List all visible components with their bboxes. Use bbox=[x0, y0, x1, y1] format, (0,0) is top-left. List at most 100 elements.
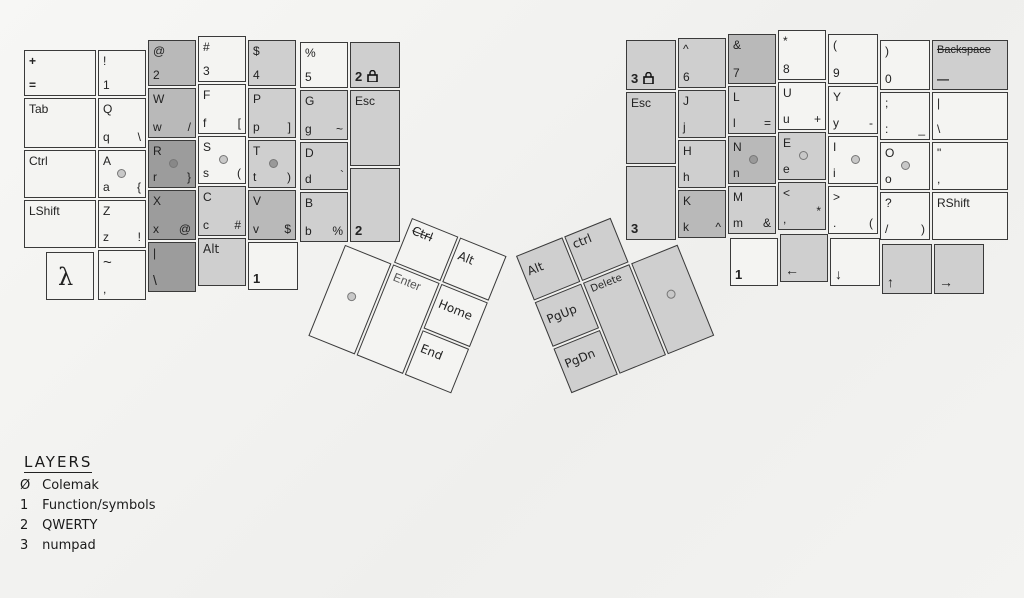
left-arrow-icon: ← bbox=[785, 262, 799, 278]
key-legend: [ bbox=[237, 116, 241, 130]
key-left-plus: + = bbox=[24, 50, 96, 96]
key-left-f: F f [ bbox=[198, 84, 246, 134]
key-legend: J bbox=[683, 94, 689, 108]
key-legend: ` bbox=[340, 168, 344, 182]
key-left-lambda: λ bbox=[46, 252, 94, 300]
key-legend: 7 bbox=[733, 66, 740, 80]
key-legend: s bbox=[203, 166, 209, 180]
key-legend: λ bbox=[58, 263, 74, 291]
key-legend: | bbox=[153, 246, 157, 260]
key-right-rshift: RShift bbox=[932, 192, 1008, 240]
key-legend: \ bbox=[137, 130, 141, 144]
key-legend: : bbox=[885, 122, 889, 136]
key-legend: j bbox=[683, 120, 686, 134]
key-legend: E bbox=[783, 136, 792, 150]
key-legend: Home bbox=[436, 296, 475, 324]
key-legend: x bbox=[153, 222, 159, 236]
key-left-s: S s ( bbox=[198, 136, 246, 184]
key-left-2: @ 2 bbox=[148, 40, 196, 86]
key-legend: O bbox=[885, 146, 895, 160]
legend-item: 3 numpad bbox=[20, 538, 156, 553]
key-legend: o bbox=[885, 172, 892, 186]
key-legend: $ bbox=[253, 44, 260, 58]
key-legend: # bbox=[234, 218, 241, 232]
key-legend: M bbox=[733, 190, 743, 204]
key-legend: Tab bbox=[29, 102, 49, 116]
lock-icon bbox=[367, 69, 378, 84]
key-left-z: Z z ! bbox=[98, 200, 146, 248]
key-legend: + bbox=[813, 112, 821, 126]
key-legend: k bbox=[683, 220, 689, 234]
key-right-8: * 8 bbox=[778, 30, 826, 80]
legend-layer-number: Ø bbox=[20, 478, 31, 493]
key-legend: R bbox=[153, 144, 162, 158]
key-legend: LShift bbox=[29, 204, 60, 218]
key-left-4: $ 4 bbox=[248, 40, 296, 86]
key-legend: Delete bbox=[589, 272, 624, 295]
key-legend: < bbox=[783, 186, 791, 200]
key-right-layer3: 3 bbox=[626, 166, 676, 240]
key-legend: " bbox=[937, 146, 942, 160]
key-legend: = bbox=[763, 116, 771, 130]
key-legend: ) bbox=[885, 44, 889, 58]
key-legend: $ bbox=[284, 222, 291, 236]
key-right-layer1: 1 bbox=[730, 238, 778, 286]
key-left-p: P p ] bbox=[248, 88, 296, 138]
key-left-lshift: LShift bbox=[24, 200, 96, 248]
key-right-u: U u + bbox=[778, 82, 826, 130]
key-left-g: G g ~ bbox=[300, 90, 348, 140]
key-legend: 9 bbox=[833, 66, 840, 80]
key-left-w: W w / bbox=[148, 88, 196, 138]
key-legend: p bbox=[253, 120, 260, 134]
key-legend: z bbox=[103, 230, 109, 244]
thumb-dot bbox=[345, 290, 358, 303]
key-right-i: I i bbox=[828, 136, 878, 184]
key-right-down-arrow: ↓ bbox=[830, 238, 880, 286]
key-legend: , bbox=[937, 172, 941, 186]
key-left-c: C c # bbox=[198, 186, 246, 236]
key-legend: ~ bbox=[335, 122, 343, 136]
home-row-dot bbox=[219, 155, 228, 164]
key-legend: Esc bbox=[355, 94, 376, 108]
key-right-period: > . ( bbox=[828, 186, 878, 234]
key-legend: , bbox=[783, 212, 787, 226]
key-legend: Alt bbox=[455, 248, 477, 268]
key-left-x: X x @ bbox=[148, 190, 196, 240]
lock-icon bbox=[643, 71, 654, 86]
key-legend: , bbox=[103, 282, 107, 296]
key-legend: v bbox=[253, 222, 259, 236]
key-right-esc: Esc bbox=[626, 92, 676, 164]
key-legend: 5 bbox=[305, 70, 312, 84]
key-legend: V bbox=[253, 194, 262, 208]
key-left-layer1: 1 bbox=[248, 242, 298, 290]
key-legend: e bbox=[783, 162, 790, 176]
legend-layer-number: 1 bbox=[20, 498, 29, 513]
key-left-t: T t ) bbox=[248, 140, 296, 188]
key-left-pipe: | \ bbox=[148, 242, 196, 292]
key-legend: @ bbox=[153, 44, 166, 58]
key-legend: 2 bbox=[355, 223, 363, 238]
key-left-layer2-lock: 2 bbox=[350, 42, 400, 88]
key-right-k: K k ^ bbox=[678, 190, 726, 238]
key-legend: Alt bbox=[203, 242, 220, 256]
key-legend: Z bbox=[103, 204, 111, 218]
key-left-b: B b % bbox=[300, 192, 348, 242]
key-legend: g bbox=[305, 122, 312, 136]
key-legend: } bbox=[186, 170, 191, 184]
key-legend: K bbox=[683, 194, 692, 208]
layers-legend: LAYERS Ø Colemak 1 Function/symbols 2 QW… bbox=[20, 452, 156, 553]
key-legend: % bbox=[332, 224, 343, 238]
key-legend: = bbox=[29, 78, 37, 92]
key-legend: PgDn bbox=[562, 346, 598, 371]
key-legend: Alt bbox=[525, 259, 546, 279]
key-legend: # bbox=[203, 40, 210, 54]
key-legend: ~ bbox=[103, 254, 112, 271]
key-legend: & bbox=[733, 38, 742, 52]
key-legend: 3 bbox=[203, 64, 210, 78]
key-legend: Backspace bbox=[937, 44, 991, 56]
key-legend: B bbox=[305, 196, 314, 210]
key-legend: ; bbox=[885, 96, 889, 110]
key-legend: W bbox=[153, 92, 165, 106]
key-right-6: ^ 6 bbox=[678, 38, 726, 88]
key-left-a: A a { bbox=[98, 150, 146, 198]
